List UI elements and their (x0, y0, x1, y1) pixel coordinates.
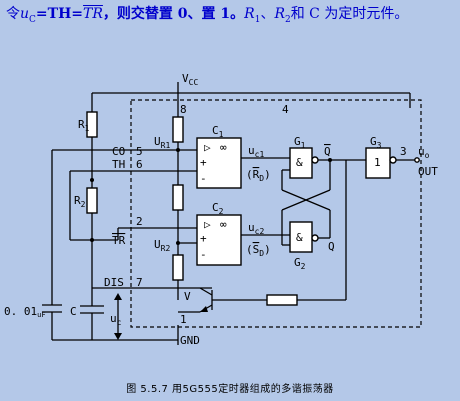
header-tr: TR (83, 6, 103, 22)
sd-label: (SD) (246, 243, 271, 258)
header-r1: R (244, 6, 255, 22)
header-eq: =TH= (35, 6, 84, 22)
gate-g2-bubble (311, 234, 319, 242)
r2-label: R2 (74, 194, 86, 209)
dis-label: DIS (104, 276, 124, 289)
uo-label: uo (418, 145, 430, 160)
gate-g1 (289, 147, 313, 179)
g3-one: 1 (374, 156, 381, 169)
g1-label: G1 (294, 135, 306, 150)
co-label: CO (112, 145, 125, 158)
pin-3-label: 3 (400, 145, 407, 158)
header-r1-sub: 1 (254, 14, 261, 25)
header-prefix: 令 (6, 6, 20, 22)
c001-label: 0. 01uF (4, 305, 46, 319)
header-rest: ，则交替置 0、置 1。 (102, 6, 245, 22)
header-text: 令uC=TH=TR，则交替置 0、置 1。R1、R2和 C 为定时元件。 (6, 3, 460, 33)
gate-g3 (365, 147, 391, 179)
th-label: TH (112, 158, 125, 171)
header-uc-sub: C (29, 14, 36, 25)
r2-resistor (86, 187, 98, 214)
transistor-arrow (200, 306, 208, 312)
pin-2-label: 2 (136, 215, 143, 228)
c1-label: C1 (212, 124, 224, 139)
transistor-label: V (184, 290, 191, 303)
header-r2: R (274, 6, 285, 22)
node-dis (90, 178, 94, 182)
pin-1-label: 1 (180, 313, 187, 326)
c2-inf: ∞ (220, 218, 227, 231)
figure-caption: 图 5.5.7 用5G555定时器组成的多谐振荡器 (126, 384, 334, 395)
gate-g3-bubble (389, 156, 397, 164)
gnd-label: GND (180, 334, 200, 347)
c1-triangle: ▷ (204, 141, 211, 154)
header-r2-sub: 2 (284, 14, 291, 25)
pin-5-label: 5 (136, 145, 143, 158)
node-qbar (328, 158, 332, 162)
g1-and: & (296, 156, 303, 169)
uc-arrow-head-bottom (114, 333, 122, 340)
uc-arrow-head-top (114, 293, 122, 300)
div-resistor-2 (172, 184, 184, 211)
c-label: C (70, 305, 77, 318)
qbar-label: Q (324, 145, 331, 158)
g2-label: G2 (294, 256, 306, 271)
chip-outline (130, 99, 422, 328)
c2-label: C2 (212, 201, 224, 216)
g2-and: & (296, 231, 303, 244)
out-label: OUT (418, 165, 438, 178)
pin-8-label: 8 (180, 103, 187, 116)
uc2-label: uc2 (248, 221, 264, 236)
c2-plus: + (200, 232, 207, 245)
r1-label: R1 (78, 118, 90, 133)
comparator-c1 (196, 137, 242, 189)
pin-6-label: 6 (136, 158, 143, 171)
out-terminal (414, 157, 420, 163)
ur1-label: UR1 (154, 135, 170, 150)
pin-4-label: 4 (282, 103, 289, 116)
cross-wire-2 (281, 189, 331, 211)
g3-label: G3 (370, 135, 382, 150)
gate-g1-bubble (311, 156, 319, 164)
c2-minus: - (200, 248, 207, 261)
div-resistor-3 (172, 254, 184, 281)
tr-label: TR (112, 234, 126, 247)
c1-plus: + (200, 156, 207, 169)
header-tail: 和 C 为定时元件。 (290, 6, 409, 22)
c2-triangle: ▷ (204, 218, 211, 231)
q-label: Q (328, 240, 335, 253)
header-sep: 、 (260, 6, 275, 22)
header-uc: u (20, 6, 30, 22)
uc-label: uc (110, 312, 122, 327)
div-resistor-1 (172, 116, 184, 143)
uc1-label: uc1 (248, 144, 264, 159)
c1-inf: ∞ (220, 141, 227, 154)
comparator-c2 (196, 214, 242, 266)
transistor-collector (199, 287, 213, 296)
rd-label: (RD) (246, 168, 271, 183)
ur2-label: UR2 (154, 238, 170, 253)
vcc-label: VCC (182, 72, 198, 87)
c1-minus: - (200, 172, 207, 185)
base-resistor (266, 294, 298, 306)
pin-7-label: 7 (136, 276, 143, 289)
